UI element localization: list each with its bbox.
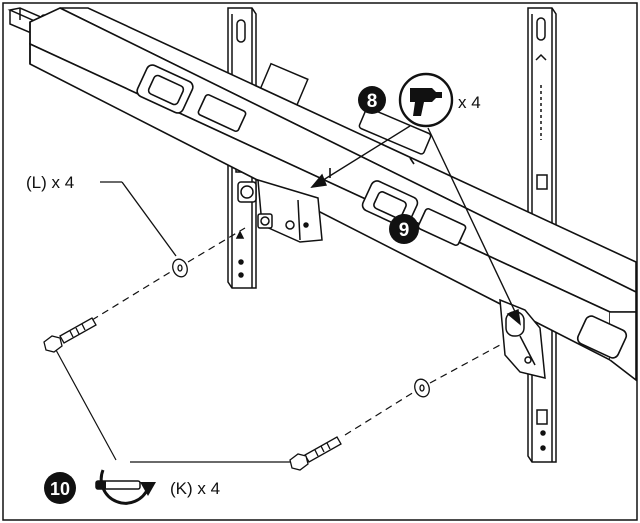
- step-8-badge: 8: [358, 86, 386, 114]
- step-10-leader-lines: [55, 349, 290, 463]
- step-8-pointer-lines: [310, 125, 521, 326]
- left-tv-arm-hook: [237, 178, 323, 243]
- step-8-number: 8: [367, 91, 378, 112]
- bolt-k-upper: [43, 317, 97, 353]
- rotate-clockwise-icon: [95, 469, 156, 505]
- assembly-dashed-paths: [91, 227, 501, 436]
- step-8-quantity: x 4: [458, 93, 481, 112]
- drill-icon: [398, 72, 454, 128]
- bolt-k-lower: [289, 436, 342, 471]
- part-l-leader-diag: [121, 181, 177, 257]
- step-10-badge: 10: [44, 472, 76, 504]
- horizontal-mounting-rail: [29, 7, 637, 382]
- step-9-number: 9: [399, 220, 410, 241]
- step-10-number: 10: [50, 479, 70, 499]
- step-10-quantity: (K) x 4: [170, 479, 220, 498]
- step-9-badge: 9: [389, 214, 419, 244]
- washer-l-upper: [172, 258, 188, 278]
- part-l-label: (L) x 4: [26, 173, 74, 192]
- washer-l-lower: [414, 378, 430, 398]
